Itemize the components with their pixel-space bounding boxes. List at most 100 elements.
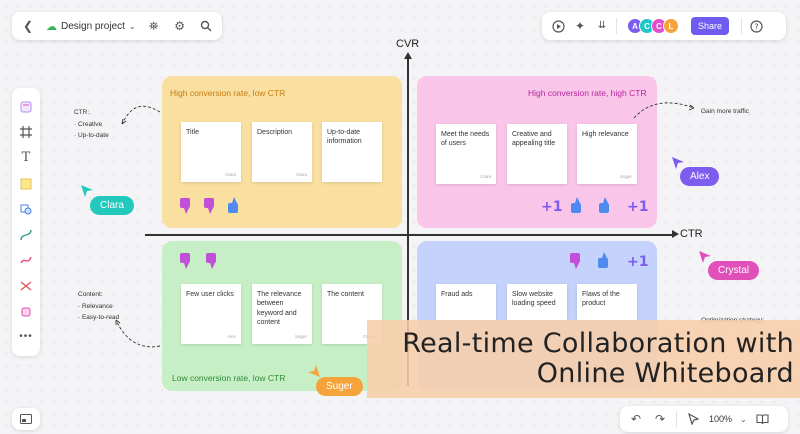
sticky-note[interactable]: Title Clara	[181, 122, 241, 182]
note-author: Clara	[480, 173, 491, 179]
note-author: Suger	[294, 333, 307, 339]
top-right-toolbar: ✦ ⇊ A C C L Share ?	[542, 12, 786, 40]
more-apps-icon[interactable]	[18, 304, 34, 320]
bottom-right-toolbar: ↶ ↷ 100% ⌄	[620, 406, 788, 432]
quadrant-title: High conversion rate, high CTR	[528, 88, 647, 98]
pen-icon[interactable]	[18, 252, 34, 268]
note-author: Suger	[619, 173, 632, 179]
sticky-note[interactable]: High relevance Suger	[577, 124, 637, 184]
celebrate-icon[interactable]: ✦	[574, 19, 586, 33]
cloud-icon: ☁	[46, 20, 57, 33]
sticky-note[interactable]: Slow website loading speed	[507, 284, 567, 320]
reaction-group	[570, 252, 608, 269]
reaction-group	[180, 197, 238, 214]
frame-icon[interactable]	[18, 124, 34, 140]
redo-icon[interactable]: ↷	[654, 412, 666, 426]
y-axis-arrow	[404, 52, 412, 59]
divider	[741, 18, 743, 34]
sticky-note[interactable]: Few user clicks Alex	[181, 284, 241, 344]
thumbs-down-icon[interactable]	[180, 198, 190, 214]
text-icon[interactable]: T	[21, 150, 31, 166]
side-note-item: · Creative	[74, 121, 103, 129]
thumbs-down-icon[interactable]	[570, 253, 580, 269]
thumbs-up-icon[interactable]	[598, 252, 608, 268]
side-note-item: · Up-to-date	[74, 131, 109, 139]
note-text: Fraud ads	[441, 291, 473, 298]
note-text: Description	[257, 129, 293, 136]
search-icon[interactable]	[198, 18, 214, 34]
collaborator-cursor: Alex	[680, 167, 720, 186]
collaborator-cursor: Suger	[316, 377, 363, 396]
note-author: Clara	[296, 171, 307, 177]
help-icon[interactable]: ?	[748, 18, 764, 34]
mindmap-icon[interactable]	[18, 278, 34, 294]
thumbs-down-icon[interactable]	[204, 198, 214, 214]
share-button[interactable]: Share	[691, 17, 730, 35]
undo-icon[interactable]: ↶	[630, 412, 642, 426]
template-icon[interactable]	[18, 99, 34, 115]
sticky-note[interactable]: Creative and appealing title	[507, 124, 567, 184]
note-text: Few user clicks	[186, 291, 234, 298]
top-left-toolbar: ❮ ☁ Design project ⌄ ⛯ ⚙	[12, 12, 222, 40]
x-axis	[145, 234, 675, 236]
book-icon[interactable]	[755, 411, 771, 427]
project-name: Design project	[61, 20, 125, 32]
tag-icon[interactable]: ⛯	[148, 19, 159, 33]
thumbs-up-icon[interactable]	[228, 197, 238, 213]
banner-line: Real-time Collaboration with	[402, 327, 794, 359]
side-note-item: · Relevance	[78, 303, 113, 311]
side-note-item: · Easy-to-read	[78, 313, 120, 321]
divider	[616, 18, 617, 34]
sticky-note[interactable]: Flaws of the product	[577, 284, 637, 320]
project-switcher[interactable]: ☁ Design project ⌄	[46, 20, 136, 33]
chevron-down-icon: ⌄	[128, 21, 136, 31]
sticky-note[interactable]: Meet the needs of users Clara	[436, 124, 496, 184]
left-toolbar: T •••	[12, 88, 40, 356]
note-text: Slow website loading speed	[512, 291, 556, 308]
note-text: High relevance	[582, 131, 629, 138]
note-text: The content	[327, 291, 364, 298]
quadrant-title: Low conversion rate, low CTR	[172, 373, 286, 383]
shape-icon[interactable]	[18, 201, 34, 217]
sticky-note[interactable]: Fraud ads	[436, 284, 496, 320]
plus-one-badge[interactable]: +1	[627, 199, 649, 215]
thumbs-down-icon[interactable]	[180, 253, 190, 269]
thumbs-up-icon[interactable]	[599, 197, 609, 213]
more-icon[interactable]: •••	[19, 331, 33, 343]
quadrant-title: High conversion rate, low CTR	[170, 88, 286, 98]
collaborator-avatars: A C C L	[627, 18, 679, 34]
minimap-icon[interactable]	[18, 411, 34, 427]
cursor-arrow-icon	[81, 185, 93, 197]
side-note-heading: CTR:	[74, 109, 90, 116]
plus-one-badge[interactable]: +1	[541, 199, 563, 215]
connector-icon[interactable]	[18, 227, 34, 243]
svg-text:?: ?	[754, 22, 758, 31]
note-text: The relevance between keyword and conten…	[257, 291, 302, 327]
thumbs-up-icon[interactable]	[571, 197, 581, 213]
gear-icon[interactable]: ⚙	[174, 19, 185, 33]
banner-line: Online Whiteboard	[536, 358, 794, 389]
play-icon[interactable]	[550, 18, 566, 34]
chevron-down-icon[interactable]: ⌄	[740, 414, 747, 424]
plus-one-badge[interactable]: +1	[627, 254, 649, 270]
side-note-traffic: Gain more traffic	[701, 108, 749, 115]
sticky-note-icon[interactable]	[18, 176, 34, 192]
thumbs-down-icon[interactable]	[206, 253, 216, 269]
back-icon[interactable]: ❮	[22, 19, 34, 33]
y-axis	[407, 56, 409, 386]
bottom-left-toolbar	[12, 408, 40, 430]
sticky-note[interactable]: The relevance between keyword and conten…	[252, 284, 312, 344]
pointer-icon[interactable]	[685, 411, 701, 427]
sticky-note[interactable]: Up-to-date information	[322, 122, 382, 182]
note-author: Alex	[227, 333, 236, 339]
collaborator-cursor: Clara	[90, 196, 134, 215]
y-axis-label: CVR	[396, 38, 420, 50]
divider	[676, 411, 677, 427]
sticky-note[interactable]: Description Clara	[252, 122, 312, 182]
zoom-level[interactable]: 100%	[709, 414, 733, 424]
avatar[interactable]: L	[663, 18, 679, 34]
note-text: Meet the needs of users	[441, 131, 490, 148]
reaction-group	[571, 197, 609, 213]
double-chevron-down-icon[interactable]: ⇊	[597, 20, 607, 31]
